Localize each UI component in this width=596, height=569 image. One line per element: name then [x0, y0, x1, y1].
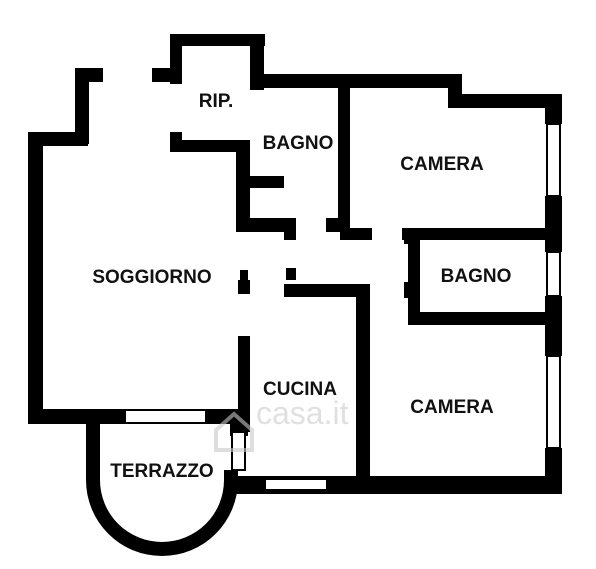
- watermark-text: casa.it: [256, 395, 349, 431]
- wall-bagno-right: [338, 86, 350, 232]
- window-camera-top: [546, 123, 561, 197]
- wall-left: [28, 132, 43, 424]
- wall-right-c: [545, 296, 562, 356]
- label-cucina: CUCINA: [263, 379, 337, 400]
- wall-rip-stub: [152, 68, 182, 82]
- label-bagno-right: BAGNO: [441, 266, 512, 287]
- label-camera-bottom: CAMERA: [410, 397, 494, 418]
- window-bagno-right: [546, 251, 561, 297]
- wall-right-b: [545, 196, 562, 252]
- wall-camera-top-bottom-a: [340, 228, 372, 240]
- wall-soggiorno-bottom: [28, 409, 125, 424]
- walls: [28, 34, 562, 556]
- wall-cucina-left: [238, 336, 250, 432]
- wall-bagno-left-upper: [236, 140, 250, 232]
- wall-rip-bottom: [170, 140, 250, 152]
- wall-bagno-right-bottom: [408, 312, 562, 325]
- wall-corridor-stub-c: [286, 268, 296, 280]
- window-camera-bottom: [546, 355, 561, 449]
- wall-cucina-left-a: [238, 280, 250, 294]
- label-camera-top: CAMERA: [400, 154, 484, 175]
- label-terrazzo: TERRAZZO: [110, 461, 213, 482]
- wall-cucina-top: [284, 284, 368, 297]
- wall-top-mid: [250, 74, 462, 88]
- label-bagno-top: BAGNO: [263, 133, 334, 154]
- windows: [124, 123, 561, 491]
- wall-cucina-right: [356, 284, 370, 484]
- wall-bagno-bottom-a: [236, 218, 296, 232]
- wall-left-step-v: [75, 68, 89, 144]
- wall-camera-top-bottom-b: [402, 228, 562, 240]
- wall-bagno-right-door: [404, 282, 418, 298]
- wall-bagno-stub: [250, 176, 284, 188]
- house-icon: [214, 411, 254, 452]
- room-labels: RIP. BAGNO CAMERA SOGGIORNO BAGNO CUCINA…: [92, 91, 511, 482]
- wall-small-door-stub: [404, 234, 420, 244]
- wall-rip-top: [170, 34, 265, 46]
- label-soggiorno: SOGGIORNO: [92, 267, 211, 288]
- label-ripostiglio: RIP.: [199, 91, 234, 112]
- window-soggiorno-terrazzo: [124, 409, 207, 424]
- wall-right-a: [545, 94, 562, 124]
- wall-bagno-right-left: [408, 238, 420, 322]
- wall-corridor-stub-a: [284, 226, 296, 240]
- wall-top-right: [448, 94, 562, 108]
- window-cucina: [264, 478, 328, 491]
- wall-corridor-stub-b: [240, 270, 248, 280]
- watermark: casa.it: [214, 395, 349, 452]
